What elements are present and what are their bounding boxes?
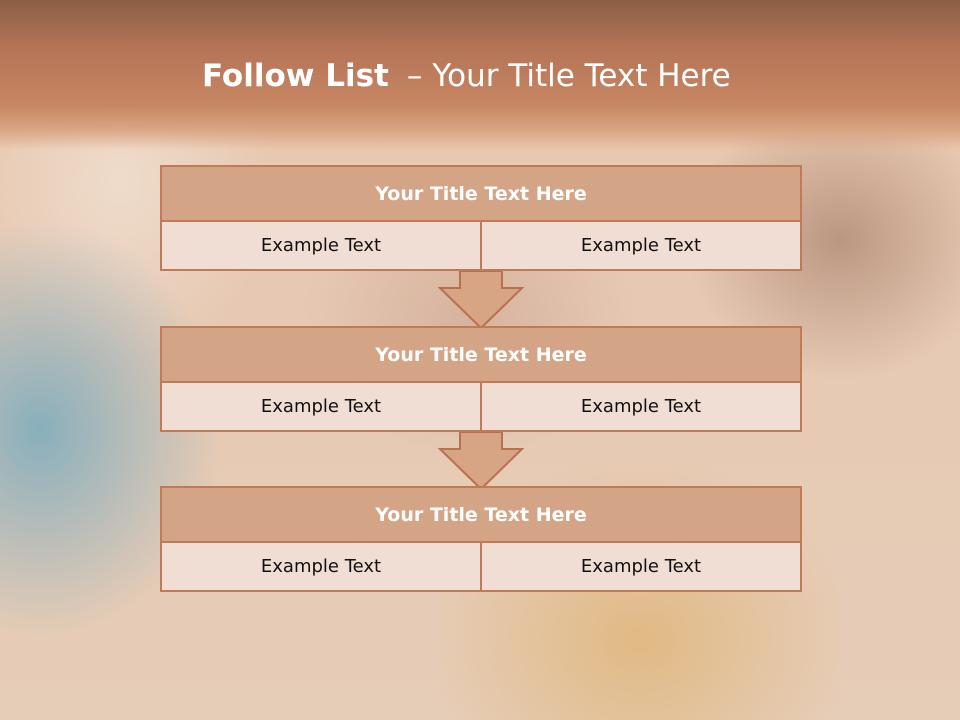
block-cell-right: Example Text bbox=[482, 383, 802, 432]
down-arrow-icon bbox=[438, 271, 524, 329]
down-arrow-icon bbox=[438, 432, 524, 490]
block-title: Your Title Text Here bbox=[160, 165, 802, 222]
follow-block-3: Your Title Text Here Example Text Exampl… bbox=[160, 486, 802, 592]
header-band bbox=[0, 0, 960, 150]
follow-block-2: Your Title Text Here Example Text Exampl… bbox=[160, 326, 802, 432]
block-cell-right: Example Text bbox=[482, 222, 802, 271]
block-title: Your Title Text Here bbox=[160, 326, 802, 383]
block-row: Example Text Example Text bbox=[160, 543, 802, 592]
title-dash: – bbox=[406, 58, 423, 94]
block-cell-right: Example Text bbox=[482, 543, 802, 592]
slide-title: Follow List–Your Title Text Here bbox=[202, 52, 731, 100]
block-title: Your Title Text Here bbox=[160, 486, 802, 543]
block-cell-left: Example Text bbox=[160, 383, 482, 432]
title-rest: Your Title Text Here bbox=[432, 58, 731, 94]
block-row: Example Text Example Text bbox=[160, 383, 802, 432]
follow-block-1: Your Title Text Here Example Text Exampl… bbox=[160, 165, 802, 271]
block-cell-left: Example Text bbox=[160, 222, 482, 271]
block-cell-left: Example Text bbox=[160, 543, 482, 592]
block-row: Example Text Example Text bbox=[160, 222, 802, 271]
title-bold: Follow List bbox=[202, 58, 389, 94]
